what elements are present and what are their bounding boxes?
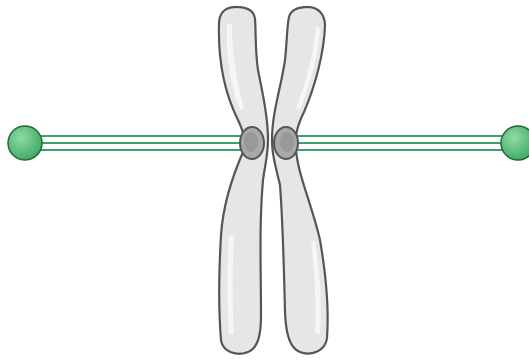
- sister-chromatid-right: [272, 7, 328, 353]
- kinetochore-right: [274, 127, 298, 159]
- spindle-pole-left: [8, 126, 42, 160]
- spindle-fiber-left: [26, 136, 246, 150]
- kinetochore-left: [240, 127, 264, 159]
- spindle-fiber-right: [290, 136, 512, 150]
- spindle-pole-right: [501, 126, 529, 160]
- sister-chromatid-left: [219, 7, 268, 354]
